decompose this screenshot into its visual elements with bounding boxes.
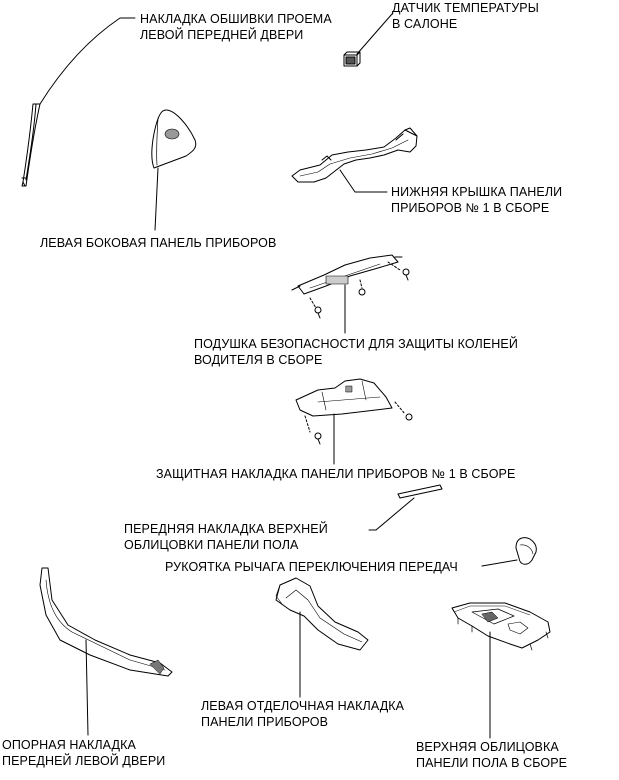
- leader-front-upper-trim: [368, 497, 415, 531]
- leader-door-opening-trim: [39, 17, 136, 105]
- label-support-trim: ОПОРНАЯ НАКЛАДКА ПЕРЕДНЕЙ ЛЕВОЙ ДВЕРИ: [2, 738, 166, 768]
- support-trim-part: [39, 567, 173, 677]
- label-door-opening-trim: НАКЛАДКА ОБШИВКИ ПРОЕМА ЛЕВОЙ ПЕРЕДНЕЙ Д…: [140, 12, 332, 42]
- label-protective-trim: ЗАЩИТНАЯ НАКЛАДКА ПАНЕЛИ ПРИБОРОВ № 1 В …: [156, 467, 516, 481]
- lower-cover-part: [291, 127, 418, 183]
- leader-shift-knob: [481, 559, 518, 567]
- leader-side-panel: [154, 167, 159, 231]
- finish-trim-part: [275, 577, 369, 651]
- label-temp-sensor: ДАТЧИК ТЕМПЕРАТУРЫ В САЛОНЕ: [392, 1, 539, 31]
- console-upper-part: [451, 602, 551, 651]
- label-lower-cover: НИЖНЯЯ КРЫШКА ПАНЕЛИ ПРИБОРОВ № 1 В СБОР…: [391, 185, 563, 215]
- temp-sensor-part: [343, 51, 361, 67]
- label-side-panel: ЛЕВАЯ БОКОВАЯ ПАНЕЛЬ ПРИБОРОВ: [40, 236, 277, 250]
- label-front-upper-trim: ПЕРЕДНЯЯ НАКЛАДКА ВЕРХНЕЙ ОБЛИЦОВКИ ПАНЕ…: [124, 522, 328, 552]
- shift-knob-part: [515, 537, 537, 565]
- label-console-upper: ВЕРХНЯЯ ОБЛИЦОВКА ПАНЕЛИ ПОЛА В СБОРЕ: [416, 740, 568, 770]
- door-opening-trim-part: [21, 103, 41, 187]
- front-upper-trim-part: [397, 484, 443, 499]
- side-panel-part: [151, 109, 197, 169]
- knee-airbag-part: [291, 254, 410, 319]
- leader-lower-cover: [339, 169, 388, 193]
- label-shift-knob: РУКОЯТКА РЫЧАГА ПЕРЕКЛЮЧЕНИЯ ПЕРЕДАЧ: [165, 560, 458, 574]
- label-knee-airbag: ПОДУШКА БЕЗОПАСНОСТИ ДЛЯ ЗАЩИТЫ КОЛЕНЕЙ …: [194, 337, 518, 367]
- protective-trim-part: [295, 378, 413, 445]
- leader-support-trim: [85, 639, 89, 736]
- leader-temp-sensor: [356, 13, 393, 55]
- label-finish-trim: ЛЕВАЯ ОТДЕЛОЧНАЯ НАКЛАДКА ПАНЕЛИ ПРИБОРО…: [201, 699, 405, 729]
